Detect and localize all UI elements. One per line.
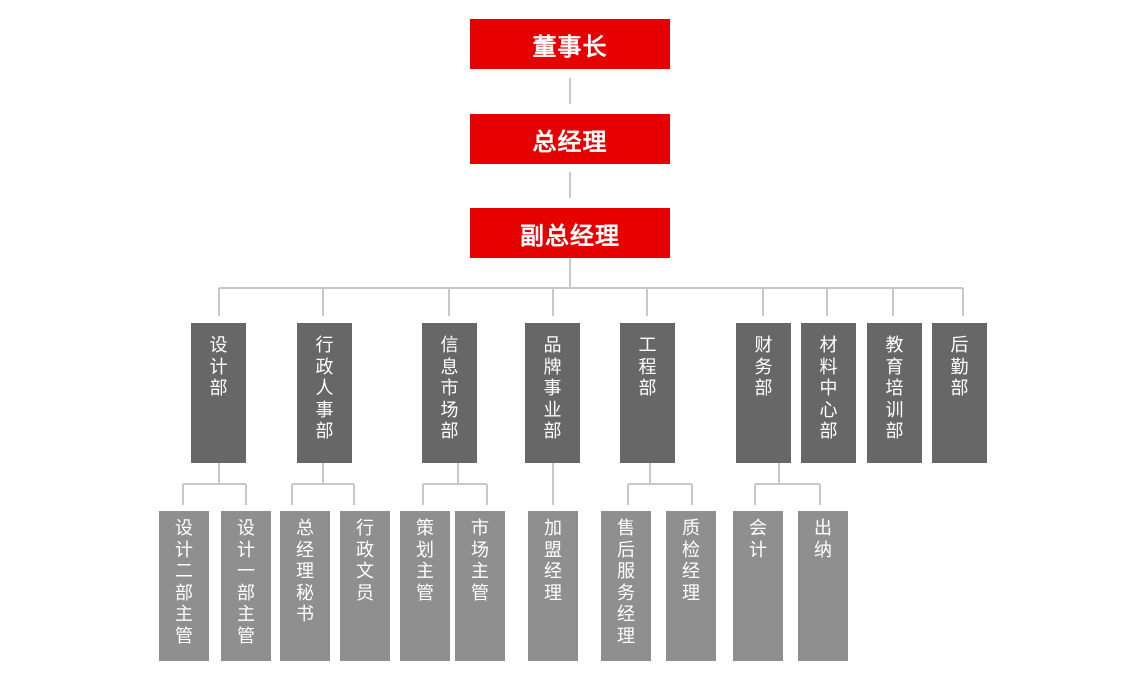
sub-design-1-supervisor: 设计一部主管 — [221, 511, 271, 661]
dept-label: 财务部 — [754, 335, 773, 399]
dept-label: 信息市场部 — [440, 335, 459, 442]
sub-label: 会计 — [749, 518, 767, 561]
deputy-general-manager-label: 副总经理 — [520, 221, 620, 250]
sub-label: 策划主管 — [416, 518, 434, 604]
chairman-label: 董事长 — [532, 32, 608, 61]
chairman-box: 董事长 — [470, 19, 670, 69]
dept-engineering: 工程部 — [620, 323, 675, 463]
sub-label: 设计二部主管 — [175, 518, 193, 647]
dept-label: 工程部 — [638, 335, 657, 399]
sub-franchise-manager: 加盟经理 — [528, 511, 578, 661]
deputy-general-manager-box: 副总经理 — [470, 208, 670, 258]
sub-accountant: 会计 — [733, 511, 783, 661]
sub-label: 出纳 — [814, 518, 832, 561]
dept-admin-hr: 行政人事部 — [297, 323, 352, 463]
sub-label: 市场主管 — [471, 518, 489, 604]
sub-admin-clerk: 行政文员 — [340, 511, 390, 661]
dept-materials: 材料中心部 — [801, 323, 856, 463]
general-manager-label: 总经理 — [532, 127, 608, 156]
dept-label: 设计部 — [209, 335, 228, 399]
dept-education: 教育培训部 — [867, 323, 922, 463]
sub-after-sales-manager: 售后服务经理 — [601, 511, 651, 661]
sub-label: 行政文员 — [356, 518, 374, 604]
general-manager-box: 总经理 — [470, 114, 670, 164]
sub-design-2-supervisor: 设计二部主管 — [159, 511, 209, 661]
sub-label: 设计一部主管 — [237, 518, 255, 647]
dept-label: 品牌事业部 — [543, 335, 562, 442]
sub-label: 加盟经理 — [544, 518, 562, 604]
dept-design: 设计部 — [191, 323, 246, 463]
dept-info-market: 信息市场部 — [422, 323, 477, 463]
sub-planning-supervisor: 策划主管 — [400, 511, 450, 661]
sub-gm-secretary: 总经理秘书 — [280, 511, 330, 661]
dept-finance: 财务部 — [736, 323, 791, 463]
sub-label: 总经理秘书 — [296, 518, 314, 625]
dept-label: 行政人事部 — [315, 335, 334, 442]
dept-label: 教育培训部 — [885, 335, 904, 442]
dept-brand: 品牌事业部 — [525, 323, 580, 463]
sub-label: 售后服务经理 — [617, 518, 635, 647]
dept-label: 后勤部 — [950, 335, 969, 399]
sub-label: 质检经理 — [682, 518, 700, 604]
dept-logistics: 后勤部 — [932, 323, 987, 463]
dept-label: 材料中心部 — [819, 335, 838, 442]
sub-qc-manager: 质检经理 — [666, 511, 716, 661]
sub-cashier: 出纳 — [798, 511, 848, 661]
sub-market-supervisor: 市场主管 — [455, 511, 505, 661]
